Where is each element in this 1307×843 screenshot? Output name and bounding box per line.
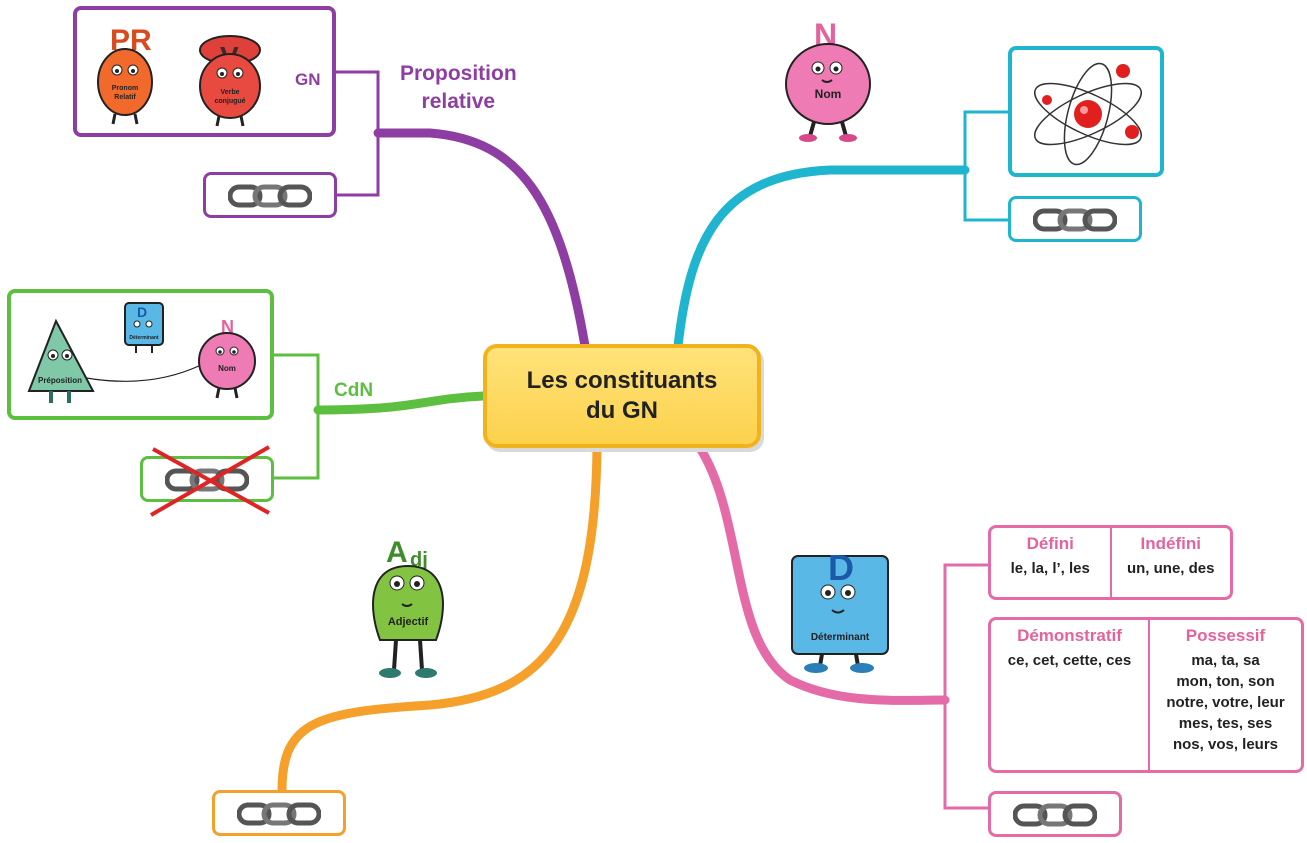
- nom-name-mark: Nom: [815, 87, 842, 101]
- atom-box: [1008, 46, 1164, 177]
- svg-text:Pronom: Pronom: [112, 85, 138, 92]
- central-topic-label: Les constituants du GN: [526, 367, 718, 424]
- chain-link-icon: [165, 468, 249, 492]
- cdn-branch-label: CdN: [334, 380, 374, 401]
- possessif-header: Possessif: [1185, 626, 1266, 645]
- cdn-bracket-line: [274, 353, 320, 480]
- nom-bracket-line: [963, 110, 1008, 222]
- indefini-column: Indéfini un, une, des: [1109, 528, 1231, 597]
- determinant-branch-line: [695, 443, 950, 705]
- small-nom-name-mark: Nom: [218, 364, 236, 373]
- small-nom-character: N Nom: [198, 317, 256, 399]
- svg-text:Relatif: Relatif: [114, 94, 136, 101]
- cdn-example-box: Préposition D Déterminant N Nom: [7, 289, 274, 420]
- small-determinant-character: D Déterminant: [124, 302, 164, 353]
- adjectif-character: A dj Adjectif: [372, 536, 444, 678]
- demonstratif-header: Démonstratif: [1017, 626, 1122, 645]
- possessif-values: ma, ta, sa mon, ton, son notre, votre, l…: [1166, 652, 1285, 753]
- relative-characters: PR Pronom Relatif V Verbe conjugué: [97, 24, 261, 127]
- defini-values: le, la, l’, les: [1010, 560, 1090, 577]
- cross-out-icon: [150, 445, 270, 517]
- adjectif-branch-line: [277, 443, 602, 795]
- possessif-column: Possessif ma, ta, sa mon, ton, son notre…: [1148, 620, 1301, 770]
- nom-branch-line: [673, 165, 970, 351]
- gn-label: GN: [295, 70, 321, 89]
- nom-character: N Nom: [785, 17, 871, 142]
- demonstratif-column: Démonstratif ce, cet, cette, ces: [991, 620, 1148, 770]
- defini-header: Défini: [1026, 534, 1074, 553]
- relative-bracket-line: [335, 70, 380, 197]
- preposition-character: Préposition: [27, 318, 95, 403]
- relative-chain-box[interactable]: [203, 172, 337, 218]
- svg-text:N: N: [221, 317, 234, 337]
- demonstratif-possessif-table: Démonstratif ce, cet, cette, ces Possess…: [988, 617, 1304, 773]
- svg-text:D: D: [828, 547, 854, 588]
- cdn-characters: Préposition D Déterminant N Nom: [27, 302, 256, 403]
- nom-chain-box[interactable]: [1008, 196, 1142, 242]
- pronom-relatif-character: PR Pronom Relatif: [97, 24, 153, 125]
- chain-link-icon: [228, 184, 312, 208]
- relative-branch-label: Proposition relative: [400, 62, 517, 113]
- determinant-character: D Déterminant: [791, 547, 889, 673]
- chain-link-icon: [1033, 208, 1117, 232]
- adjectif-chain-box[interactable]: [212, 790, 346, 836]
- svg-text:D: D: [137, 304, 147, 320]
- indefini-header: Indéfini: [1140, 534, 1201, 553]
- relative-branch-line: [373, 128, 590, 351]
- svg-text:Déterminant: Déterminant: [129, 335, 159, 341]
- determinant-chain-box[interactable]: [988, 791, 1122, 837]
- demonstratif-values: ce, cet, cette, ces: [1007, 652, 1132, 669]
- determinant-name-mark: Déterminant: [811, 632, 870, 643]
- svg-text:conjugué: conjugué: [214, 98, 245, 105]
- determinant-bracket-line: [943, 563, 988, 810]
- svg-text:Verbe: Verbe: [220, 89, 239, 96]
- atom-icon: [1034, 62, 1142, 166]
- chain-link-icon: [237, 802, 321, 826]
- indefini-values: un, une, des: [1126, 560, 1215, 577]
- central-topic: Les constituants du GN: [483, 344, 761, 448]
- verbe-conjugue-character: V Verbe conjugué: [199, 35, 261, 127]
- preposition-name-mark: Préposition: [38, 376, 82, 385]
- cdn-branch-line: [313, 391, 488, 415]
- defini-indefini-table: Défini le, la, l’, les Indéfini un, une,…: [988, 525, 1233, 600]
- adjectif-name-mark: Adjectif: [388, 616, 429, 628]
- defini-column: Défini le, la, l’, les: [991, 528, 1110, 597]
- svg-text:A: A: [386, 536, 408, 569]
- relative-example-box: PR Pronom Relatif V Verbe conjugué: [73, 6, 336, 137]
- chain-link-icon: [1013, 803, 1097, 827]
